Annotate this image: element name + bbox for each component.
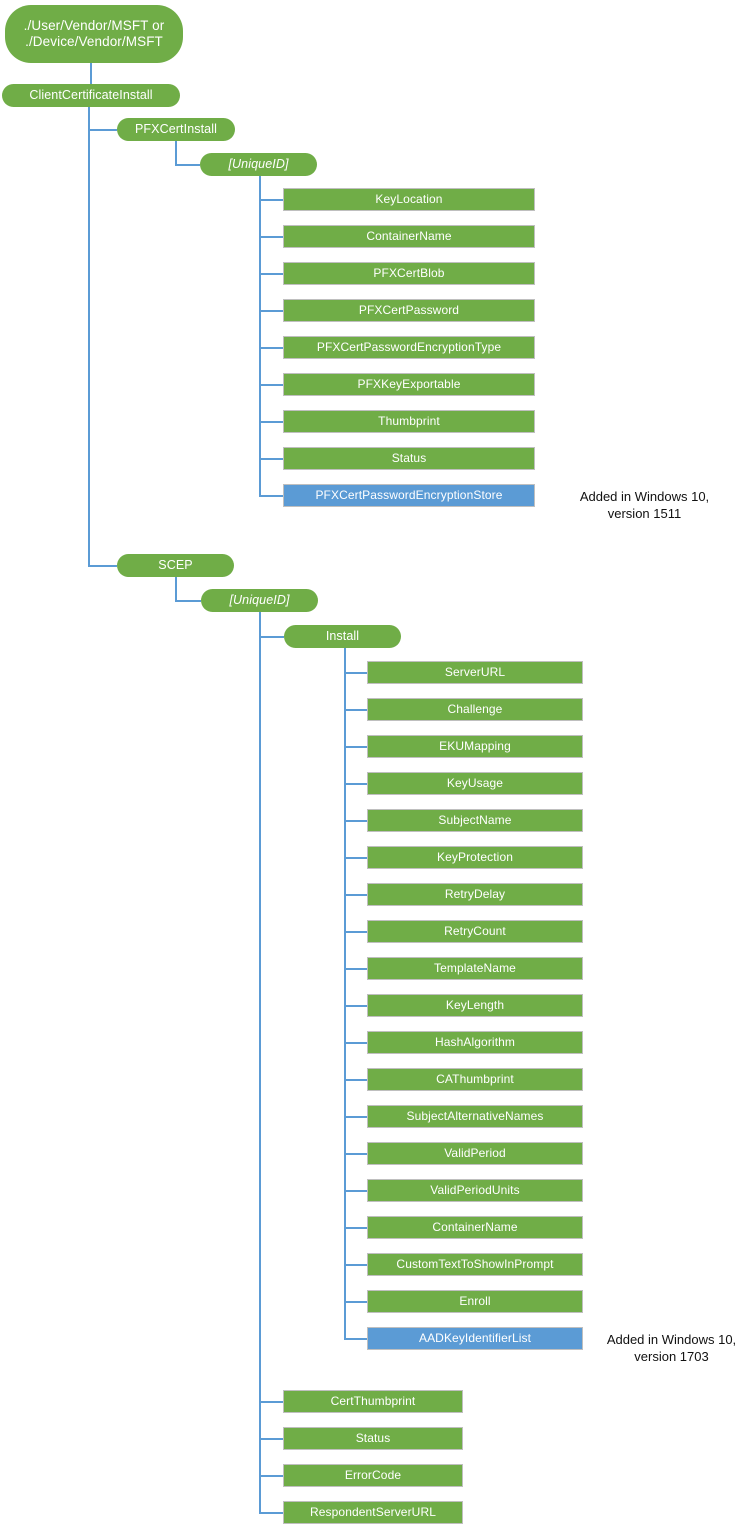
connector-pfxcertinstall-down <box>175 141 177 164</box>
node-scep-install-keyusage[interactable]: KeyUsage <box>367 772 583 795</box>
connector-stem-install-subjectalternativenames <box>344 1115 367 1118</box>
connector-stem-install-keyprotection <box>344 856 367 859</box>
node-scep-install-subjectname[interactable]: SubjectName <box>367 809 583 832</box>
node-pfx-containername[interactable]: ContainerName <box>283 225 535 248</box>
node-pfx-pfxkeyexportable[interactable]: PFXKeyExportable <box>283 373 535 396</box>
node-pfx-keylocation[interactable]: KeyLocation <box>283 188 535 211</box>
node-scep-uniqueid-errorcode[interactable]: ErrorCode <box>283 1464 463 1487</box>
node-scep-uniqueid-respondentserverurl[interactable]: RespondentServerURL <box>283 1501 463 1524</box>
connector-stem-pfx-pfxcertpasswordencryptiontype <box>259 346 283 349</box>
node-scep-install-keyprotection[interactable]: KeyProtection <box>367 846 583 869</box>
connector-stem-pfx-pfxcertblob <box>259 272 283 275</box>
node-pfx-pfxcertpassword[interactable]: PFXCertPassword <box>283 299 535 322</box>
connector-install-spine <box>344 648 346 1340</box>
connector-stem-pfx-containername <box>259 235 283 238</box>
node-pfx-pfxcertpasswordencryptionstore[interactable]: PFXCertPasswordEncryptionStore <box>283 484 535 507</box>
connector-pfx-uniqueid-spine <box>259 176 261 497</box>
connector-scep-to-uniqueid <box>175 600 201 602</box>
connector-scep-uniqueid-to-install <box>259 636 284 638</box>
node-scep[interactable]: SCEP <box>117 554 234 577</box>
connector-stem-install-customtexttoshowinprompt <box>344 1263 367 1266</box>
connector-stem-install-containername <box>344 1226 367 1229</box>
connector-stem-install-keylength <box>344 1004 367 1007</box>
connector-stem-install-validperiod <box>344 1152 367 1155</box>
connector-stem-install-serverurl <box>344 671 367 674</box>
node-scep-install-ekumapping[interactable]: EKUMapping <box>367 735 583 758</box>
node-pfxcertinstall[interactable]: PFXCertInstall <box>117 118 235 141</box>
node-scep-uniqueid-certthumbprint[interactable]: CertThumbprint <box>283 1390 463 1413</box>
node-pfx-status[interactable]: Status <box>283 447 535 470</box>
connector-stem-pfx-pfxcertpasswordencryptionstore <box>259 494 283 497</box>
connector-stem-uid-certthumbprint <box>259 1400 283 1403</box>
connector-stem-install-challenge <box>344 708 367 711</box>
connector-stem-uid-respondentserverurl <box>259 1511 283 1514</box>
node-scep-install-keylength[interactable]: KeyLength <box>367 994 583 1017</box>
node-scep-install-containername[interactable]: ContainerName <box>367 1216 583 1239</box>
node-scep-install-retrydelay[interactable]: RetryDelay <box>367 883 583 906</box>
node-clientcertificateinstall[interactable]: ClientCertificateInstall <box>2 84 180 107</box>
node-scep-install-templatename[interactable]: TemplateName <box>367 957 583 980</box>
node-scep-install-serverurl[interactable]: ServerURL <box>367 661 583 684</box>
connector-scep-down <box>175 577 177 600</box>
connector-stem-install-cathumbprint <box>344 1078 367 1081</box>
node-pfx-thumbprint[interactable]: Thumbprint <box>283 410 535 433</box>
node-root-vendor-path[interactable]: ./User/Vendor/MSFT or ./Device/Vendor/MS… <box>5 5 183 63</box>
node-scep-uniqueid-status[interactable]: Status <box>283 1427 463 1450</box>
connector-stem-uid-errorcode <box>259 1474 283 1477</box>
connector-stem-install-retrydelay <box>344 893 367 896</box>
connector-stem-install-keyusage <box>344 782 367 785</box>
connector-scep-uniqueid-spine <box>259 612 261 1514</box>
connector-stem-install-templatename <box>344 967 367 970</box>
node-scep-install[interactable]: Install <box>284 625 401 648</box>
connector-stem-install-ekumapping <box>344 745 367 748</box>
node-pfx-pfxcertpasswordencryptiontype[interactable]: PFXCertPasswordEncryptionType <box>283 336 535 359</box>
node-scep-install-validperiod[interactable]: ValidPeriod <box>367 1142 583 1165</box>
connector-to-scep <box>88 565 117 567</box>
node-scep-install-enroll[interactable]: Enroll <box>367 1290 583 1313</box>
node-scep-install-cathumbprint[interactable]: CAThumbprint <box>367 1068 583 1091</box>
node-scep-install-hashalgorithm[interactable]: HashAlgorithm <box>367 1031 583 1054</box>
connector-stem-install-enroll <box>344 1300 367 1303</box>
node-scep-install-retrycount[interactable]: RetryCount <box>367 920 583 943</box>
node-pfx-pfxcertblob[interactable]: PFXCertBlob <box>283 262 535 285</box>
connector-root-to-clientcertificateinstall <box>90 63 92 84</box>
annotation-scep-aadkeyidentifierlist: Added in Windows 10, version 1703 <box>606 1332 737 1365</box>
node-scep-install-aadkeyidentifierlist[interactable]: AADKeyIdentifierList <box>367 1327 583 1350</box>
connector-stem-install-validperiodunits <box>344 1189 367 1192</box>
node-pfxcertinstall-uniqueid[interactable]: [UniqueID] <box>200 153 317 176</box>
node-scep-uniqueid[interactable]: [UniqueID] <box>201 589 318 612</box>
connector-stem-pfx-pfxcertpassword <box>259 309 283 312</box>
connector-pfxcertinstall-to-uniqueid <box>175 164 200 166</box>
connector-clientcertificateinstall-trunk <box>88 107 90 566</box>
connector-to-pfxcertinstall <box>88 129 117 131</box>
connector-stem-uid-status <box>259 1437 283 1440</box>
connector-stem-pfx-keylocation <box>259 198 283 201</box>
node-scep-install-challenge[interactable]: Challenge <box>367 698 583 721</box>
node-scep-install-subjectalternativenames[interactable]: SubjectAlternativeNames <box>367 1105 583 1128</box>
node-scep-install-validperiodunits[interactable]: ValidPeriodUnits <box>367 1179 583 1202</box>
connector-stem-pfx-status <box>259 457 283 460</box>
connector-stem-install-hashalgorithm <box>344 1041 367 1044</box>
connector-stem-install-subjectname <box>344 819 367 822</box>
connector-stem-install-retrycount <box>344 930 367 933</box>
connector-stem-pfx-pfxkeyexportable <box>259 383 283 386</box>
annotation-pfx-pfxcertpasswordencryptionstore: Added in Windows 10, version 1511 <box>579 489 710 522</box>
node-scep-install-customtexttoshowinprompt[interactable]: CustomTextToShowInPrompt <box>367 1253 583 1276</box>
connector-stem-install-aadkeyidentifierlist <box>344 1337 367 1340</box>
connector-stem-pfx-thumbprint <box>259 420 283 423</box>
